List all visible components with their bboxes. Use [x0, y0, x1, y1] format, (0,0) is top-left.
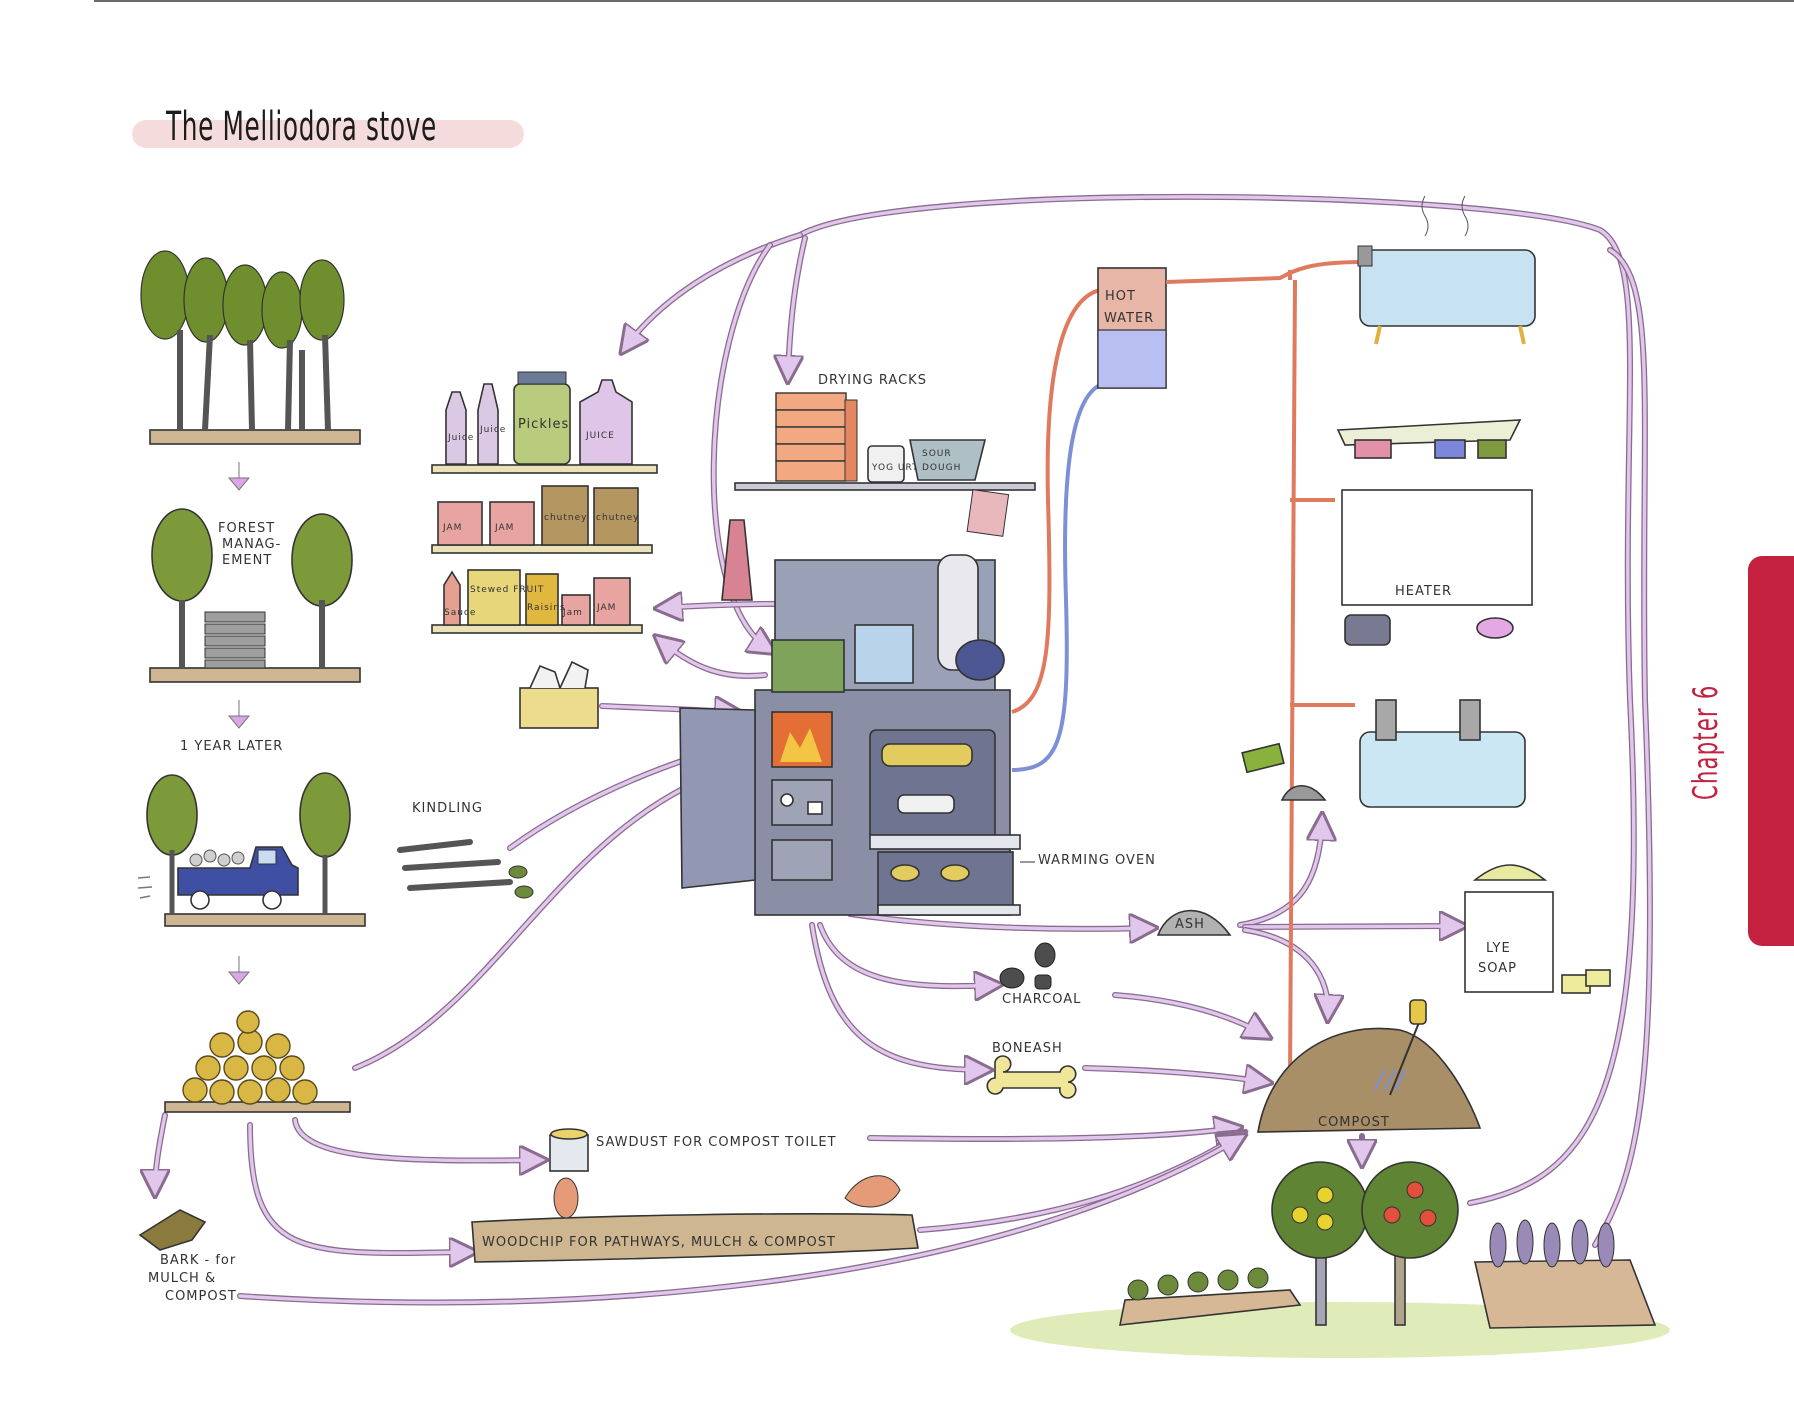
bark-label-line-1: BARK - for [160, 1253, 236, 1268]
forest-management-label-line-3: EMENT [222, 553, 272, 568]
arrow-sawdust-to-compost [867, 1128, 1235, 1139]
yellow-fruit-tree [1271, 1161, 1369, 1326]
arrow-stove-to-boneash [809, 922, 985, 1070]
shelf-middle: JAM JAM chutney chutney [431, 485, 653, 554]
garden-illustration [1010, 1161, 1670, 1358]
jam-jar-label-1: JAM [442, 523, 462, 533]
warming-oven-label: WARMING OVEN [1038, 853, 1156, 868]
forest-management-label-line-2: MANAG- [222, 537, 281, 552]
compost-heap-illustration: COMPOST [1257, 999, 1482, 1133]
bone-ash-illustration: BONEASH [986, 1041, 1077, 1099]
forest-management-label-line-1: FOREST [218, 521, 275, 536]
arrow-loop-leeks-to-top [1592, 247, 1653, 1248]
arrow-ash-to-lye-soap [1242, 926, 1460, 927]
arrow-ash-to-soap-pad [1237, 820, 1322, 928]
heater-illustration: HEATER [1336, 419, 1533, 646]
one-year-later-label: 1 YEAR LATER [180, 739, 283, 754]
arrow-stove-to-ash [847, 911, 1150, 929]
arrow-stove-to-pantry-lower [660, 640, 768, 679]
dense-forest-illustration [140, 250, 361, 445]
bark-label-line-3: COMPOST [165, 1289, 237, 1304]
arrow-ash-to-compost [1242, 927, 1328, 1015]
shelf-top: Juice Juice Pickles JUICE [431, 371, 658, 474]
small-jam-jar-label: Jam [562, 608, 583, 618]
firewood-pile-illustration [164, 1010, 351, 1113]
sawdust-bucket-illustration: SAWDUST FOR COMPOST TOILET [549, 1128, 837, 1172]
sponge-and-scouring-illustration [1241, 742, 1327, 801]
title-block: The Melliodora stove [132, 104, 524, 154]
lye-soap-bucket-illustration: LYE SOAP [1464, 864, 1611, 994]
hot-water-label-line-1: HOT [1105, 289, 1136, 304]
sourdough-label-line-1: SOUR [922, 449, 952, 459]
pantry-shelves: Juice Juice Pickles JUICE JAM JAM chutne… [431, 371, 658, 634]
shelf-bottom: Sauce Stewed FRUIT Raisins Jam JAM [431, 569, 643, 634]
bathtub-illustration [1357, 195, 1536, 345]
arrow-top-to-pantry [625, 232, 803, 348]
heater-label: HEATER [1395, 584, 1452, 599]
vegetable-bed [1119, 1267, 1302, 1326]
lye-soap-label-line-1: LYE [1486, 941, 1511, 956]
bark-illustration: BARK - for MULCH & COMPOST [138, 1209, 237, 1304]
down-arrow-3-icon [227, 956, 251, 985]
raisins-jar-label: Raisins [527, 603, 566, 613]
drying-racks-shelf: DRYING RACKS YOG URT SOUR DOUGH [721, 373, 1036, 601]
arrow-top-to-stove [710, 242, 770, 650]
arrow-bark-to-compost [237, 1138, 1240, 1306]
juice-bottle-label-1: Juice [447, 433, 474, 443]
hot-water-system: HOT WATER HEATER [1011, 195, 1536, 1081]
arrow-firewood-to-stove [352, 765, 740, 1071]
arrow-firewood-to-woodchip [247, 1122, 470, 1253]
woodchip-log-illustration: WOODCHIP FOR PATHWAYS, MULCH & COMPOST [471, 1175, 919, 1263]
kindling-illustration: KINDLING [397, 801, 534, 899]
chutney-jar-label-2: chutney [596, 513, 639, 523]
kindling-label: KINDLING [412, 801, 483, 816]
truck-illustration [137, 772, 366, 927]
chutney-jar-label-1: chutney [544, 513, 587, 523]
sauce-bottle-label: Sauce [444, 608, 476, 618]
drying-racks-label: DRYING RACKS [818, 373, 927, 388]
pickles-jar-label: Pickles [518, 417, 569, 432]
arrow-boneash-to-compost [1082, 1068, 1265, 1082]
arrow-woodchip-to-compost [917, 1135, 1240, 1233]
cook-stove: WARMING OVEN [679, 554, 1156, 916]
arrow-loop-garden-to-stove [797, 193, 1637, 1206]
forest-sequence: FOREST MANAG- EMENT 1 YEAR LATER [137, 250, 366, 1304]
bone-ash-label: BONEASH [992, 1041, 1063, 1056]
juice-bottle-label-2: Juice [479, 425, 506, 435]
arrow-stove-to-charcoal [817, 922, 995, 986]
sink-illustration [1359, 699, 1526, 808]
charcoal-illustration: CHARCOAL [999, 942, 1081, 1007]
page-top-rule [94, 0, 1794, 2]
compost-label: COMPOST [1318, 1115, 1390, 1130]
red-fruit-tree [1361, 1161, 1459, 1326]
down-arrow-2-icon [227, 700, 251, 729]
sourdough-label-line-2: DOUGH [922, 463, 961, 473]
juice-jug-label: JUICE [585, 431, 615, 441]
hot-water-label-line-2: WATER [1104, 311, 1154, 326]
sawdust-label: SAWDUST FOR COMPOST TOILET [596, 1135, 837, 1150]
stewed-fruit-jar-label: Stewed FRUIT [470, 585, 544, 595]
yogurt-jar-label: YOG URT [871, 463, 919, 473]
chapter-tab-band [1748, 556, 1794, 946]
jam-jar-label-3: JAM [596, 603, 616, 613]
arrow-firewood-to-sawdust [292, 1117, 540, 1161]
ash-pile-illustration: ASH [1156, 909, 1232, 936]
charcoal-label: CHARCOAL [1002, 992, 1081, 1007]
down-arrow-1-icon [227, 462, 251, 491]
jam-jar-label-2: JAM [494, 523, 514, 533]
arrow-charcoal-to-compost [1112, 992, 1265, 1035]
woodchip-label: WOODCHIP FOR PATHWAYS, MULCH & COMPOST [482, 1235, 836, 1250]
bark-label-line-2: MULCH & [148, 1271, 216, 1286]
flow-arrows [155, 193, 1653, 1306]
arrow-top-to-drying-racks [788, 235, 808, 376]
page-title: The Melliodora stove [166, 104, 437, 150]
paper-box-illustration [519, 660, 599, 729]
forest-management-illustration: FOREST MANAG- EMENT [149, 508, 361, 683]
title-highlight-wash [132, 120, 524, 148]
leek-bed [1474, 1219, 1657, 1329]
arrow-firewood-to-bark [155, 1112, 165, 1190]
ash-label: ASH [1175, 917, 1205, 932]
lye-soap-label-line-2: SOAP [1478, 961, 1517, 976]
